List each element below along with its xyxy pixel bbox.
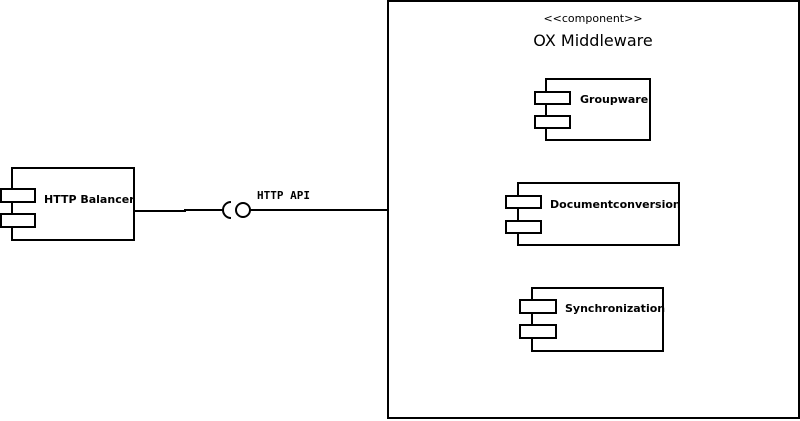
component-port-top — [519, 299, 557, 314]
component-groupware: Groupware — [534, 78, 651, 141]
component-label-http-balancer: HTTP Balancer — [44, 193, 135, 206]
component-synchronization: Synchronization — [519, 287, 665, 352]
component-port-bottom — [534, 115, 571, 129]
component-port-top — [534, 91, 571, 105]
component-port-top — [0, 188, 36, 203]
component-port-bottom — [0, 213, 36, 228]
component-port-bottom — [505, 220, 542, 234]
container-stereotype: <<component>> — [543, 12, 642, 25]
component-documentconversion: Documentconversion — [505, 182, 681, 246]
required-interface-socket — [222, 201, 232, 219]
component-port-bottom — [519, 324, 557, 339]
provided-interface-lollipop — [235, 202, 251, 218]
interface-label: HTTP API — [257, 189, 310, 202]
component-label-groupware: Groupware — [580, 93, 648, 106]
required-interface-line — [134, 209, 223, 212]
interface-http-api: HTTP API — [134, 189, 388, 219]
component-port-top — [505, 195, 542, 209]
component-label-documentconversion: Documentconversion — [550, 198, 681, 211]
component-label-synchronization: Synchronization — [565, 302, 665, 315]
component-http-balancer: HTTP Balancer — [0, 167, 135, 241]
container-title: OX Middleware — [533, 31, 652, 50]
